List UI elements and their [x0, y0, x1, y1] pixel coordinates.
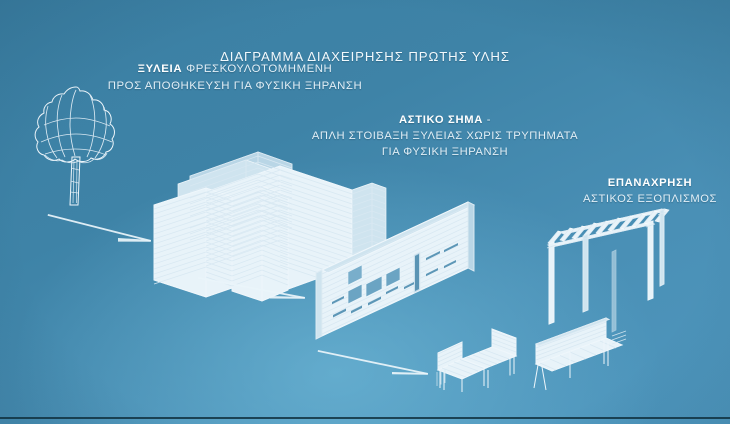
- label-sign: ΑΣΤΙΚΟ ΣΗΜΑ - ΑΠΛΗ ΣΤΟΙΒΑΞΗ ΞΥΛΕΙΑΣ ΧΩΡΙ…: [220, 112, 670, 161]
- tree-illustration: [34, 86, 115, 206]
- arrow-lumber-to-wall: [197, 277, 305, 299]
- bottom-border: [0, 417, 730, 419]
- label-timber-line2: ΠΡΟΣ ΑΠΟΘΗΚΕΥΣΗ ΓΙΑ ΦΥΣΙΚΗ ΞΗΡΑΝΣΗ: [107, 79, 363, 92]
- label-reuse: ΕΠΑΝΑΧΡΗΣΗ ΑΣΤΙΚΟΣ ΕΞΟΠΛΙΣΜΟΣ: [440, 175, 730, 207]
- corner-bench-illustration: [436, 328, 518, 392]
- label-timber: ΞΥΛΕΙΑ ΦΡΕΣΚΟΥΛΟΤΟΜΗΜΕΝΗ ΠΡΟΣ ΑΠΟΘΗΚΕΥΣΗ…: [0, 61, 470, 94]
- slatted-wall-panel-illustration: [315, 201, 476, 340]
- long-bench-illustration: [533, 317, 627, 391]
- label-sign-line2: ΑΠΛΗ ΣΤΟΙΒΑΞΗ ΞΥΛΕΙΑΣ ΧΩΡΙΣ ΤΡΥΠΗΜΑΤΑ: [311, 130, 579, 143]
- label-sign-line3: ΓΙΑ ΦΥΣΙΚΗ ΞΗΡΑΝΣΗ: [381, 146, 509, 159]
- label-sign-heading: ΑΣΤΙΚΟ ΣΗΜΑ: [399, 114, 484, 126]
- label-timber-line1: ΦΡΕΣΚΟΥΛΟΤΟΜΗΜΕΝΗ: [186, 63, 333, 75]
- arrow-wall-to-furniture: [317, 350, 428, 375]
- pergola-illustration: [546, 208, 670, 333]
- arrow-tree-to-lumber: [47, 214, 151, 242]
- label-reuse-heading: ΕΠΑΝΑΧΡΗΣΗ: [607, 177, 693, 189]
- page-title: ΔΙΑΓΡΑΜΜΑ ΔΙΑΧΕΙΡΗΣΗΣ ΠΡΩΤΗΣ ΥΛΗΣ: [220, 49, 510, 64]
- label-timber-heading: ΞΥΛΕΙΑ: [137, 63, 183, 75]
- label-reuse-line2: ΑΣΤΙΚΟΣ ΕΞΟΠΛΙΣΜΟΣ: [582, 193, 717, 206]
- stacked-lumber-illustration: [153, 151, 387, 302]
- label-sign-heading-rest: -: [486, 114, 491, 126]
